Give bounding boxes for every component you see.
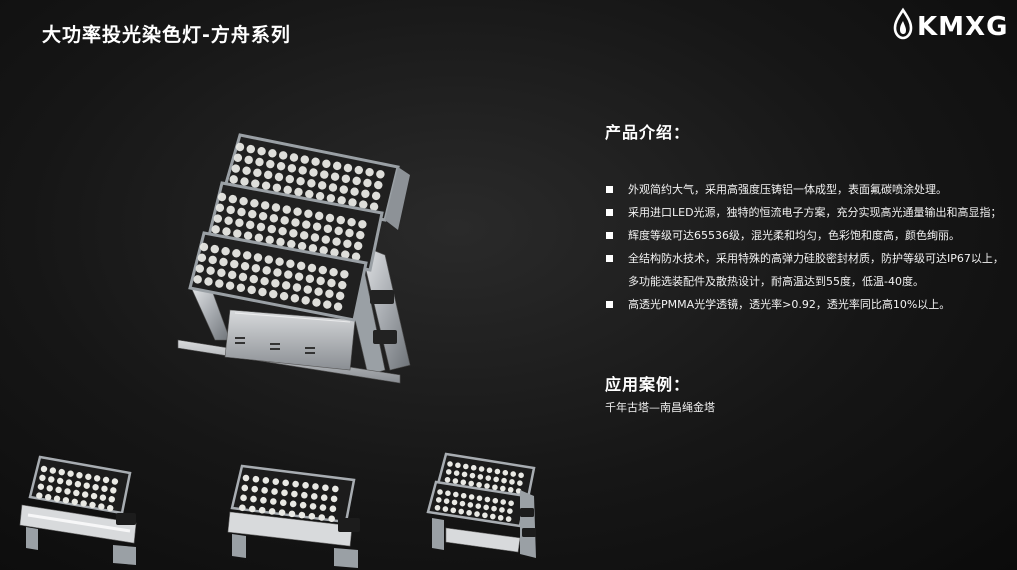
product-thumbnail-double: [426, 452, 536, 558]
product-thumbnail-long: [227, 464, 360, 568]
feature-item: 采用进口LED光源，独特的恒流电子方案，充分实现高光通量输出和高显指；: [605, 201, 1010, 224]
feature-item: 全结构防水技术，采用特殊的高弹力硅胶密封材质，防护等级可达IP67以上，多功能选…: [605, 247, 1010, 293]
feature-item: 高透光PMMA光学透镜，透光率>0.92，透光率同比高10%以上。: [605, 293, 1010, 316]
feature-list: 外观简约大气，采用高强度压铸铝一体成型，表面氟碳喷涂处理。 采用进口LED光源，…: [605, 178, 1010, 316]
product-thumbnail-single: [19, 455, 137, 565]
flame-drop-icon: [893, 7, 913, 40]
feature-text: 采用进口LED光源，独特的恒流电子方案，充分实现高光通量输出和高显指；: [628, 206, 1002, 219]
feature-item: 辉度等级可达65536级，混光柔和均匀，色彩饱和度高，颜色绚丽。: [605, 224, 1010, 247]
led-panel-bottom: [188, 231, 368, 322]
square-bullet-icon: [606, 209, 613, 216]
square-bullet-icon: [606, 301, 613, 308]
case-text: 千年古塔—南昌绳金塔: [605, 401, 715, 414]
brand-logo: KMXG: [893, 7, 1008, 42]
hero-product-image: [177, 133, 411, 384]
feature-text: 辉度等级可达65536级，混光柔和均匀，色彩饱和度高，颜色绚丽。: [628, 229, 960, 242]
square-bullet-icon: [606, 232, 613, 239]
square-bullet-icon: [606, 186, 613, 193]
led-panel-middle: [206, 181, 384, 272]
square-bullet-icon: [606, 255, 613, 262]
page-title: 大功率投光染色灯-方舟系列: [42, 24, 291, 46]
intro-heading: 产品介绍：: [605, 123, 691, 142]
case-heading: 应用案例：: [605, 375, 691, 394]
driver-box: [224, 309, 356, 371]
feature-text: 高透光PMMA光学透镜，透光率>0.92，透光率同比高10%以上。: [628, 298, 951, 311]
feature-text: 外观简约大气，采用高强度压铸铝一体成型，表面氟碳喷涂处理。: [628, 183, 947, 196]
svg-text:KMXG: KMXG: [917, 12, 1008, 42]
feature-item: 外观简约大气，采用高强度压铸铝一体成型，表面氟碳喷涂处理。: [605, 178, 1010, 201]
feature-text: 全结构防水技术，采用特殊的高弹力硅胶密封材质，防护等级可达IP67以上，多功能选…: [628, 252, 1004, 288]
